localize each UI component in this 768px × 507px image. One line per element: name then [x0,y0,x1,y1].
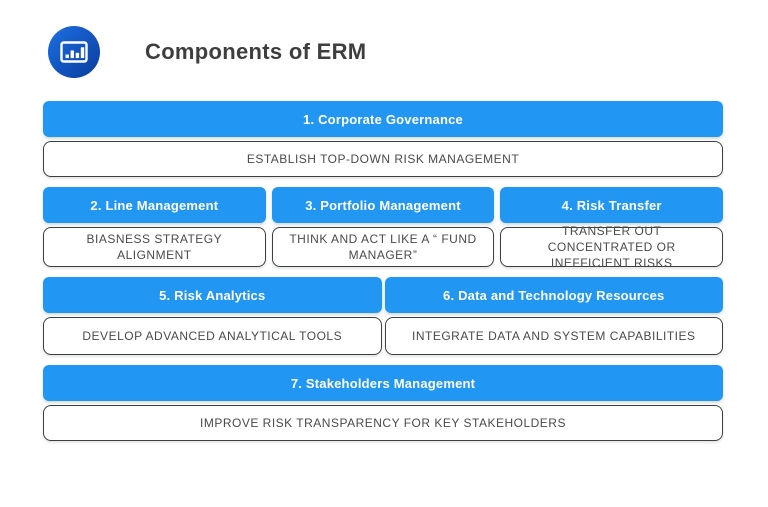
component-6-body: INTEGRATE DATA AND SYSTEM CAPABILITIES [384,317,723,355]
component-4: 4. Risk Transfer TRANSFER OUT CONCENTRAT… [500,187,724,270]
component-2: 2. Line Management BIASNESS STRATEGY ALI… [43,187,266,267]
component-5-body: DEVELOP ADVANCED ANALYTICAL TOOLS [43,317,382,355]
component-3-header: 3. Portfolio Management [271,187,495,223]
component-2-header: 2. Line Management [43,187,266,223]
row-corporate-governance: 1. Corporate Governance ESTABLISH TOP-DO… [43,101,723,177]
header: Components of ERM [48,26,366,78]
component-6: 6. Data and Technology Resources INTEGRA… [384,277,723,355]
component-6-header: 6. Data and Technology Resources [384,277,723,313]
row-analytics-data: 5. Risk Analytics DEVELOP ADVANCED ANALY… [43,277,723,355]
row-line-portfolio-transfer: 2. Line Management BIASNESS STRATEGY ALI… [43,187,724,270]
row-stakeholders: 7. Stakeholders Management IMPROVE RISK … [43,365,723,441]
component-3: 3. Portfolio Management THINK AND ACT LI… [271,187,495,267]
component-5: 5. Risk Analytics DEVELOP ADVANCED ANALY… [43,277,382,355]
component-7: 7. Stakeholders Management IMPROVE RISK … [43,365,723,441]
component-2-body: BIASNESS STRATEGY ALIGNMENT [43,227,266,267]
component-7-header: 7. Stakeholders Management [43,365,723,401]
component-1-header: 1. Corporate Governance [43,101,723,137]
page-title: Components of ERM [145,39,367,64]
component-3-body: THINK AND ACT LIKE A “ FUND MANAGER” [271,227,495,267]
component-4-header: 4. Risk Transfer [500,187,724,223]
component-7-body: IMPROVE RISK TRANSPARENCY FOR KEY STAKEH… [43,405,723,441]
component-4-body: TRANSFER OUT CONCENTRATED OR INEFFICIENT… [500,224,724,270]
component-1: 1. Corporate Governance ESTABLISH TOP-DO… [43,101,723,177]
bar-chart-icon [48,26,100,78]
component-1-body: ESTABLISH TOP-DOWN RISK MANAGEMENT [43,141,723,177]
component-5-header: 5. Risk Analytics [43,277,382,313]
erm-components-diagram: 1. Corporate Governance ESTABLISH TOP-DO… [43,101,724,441]
